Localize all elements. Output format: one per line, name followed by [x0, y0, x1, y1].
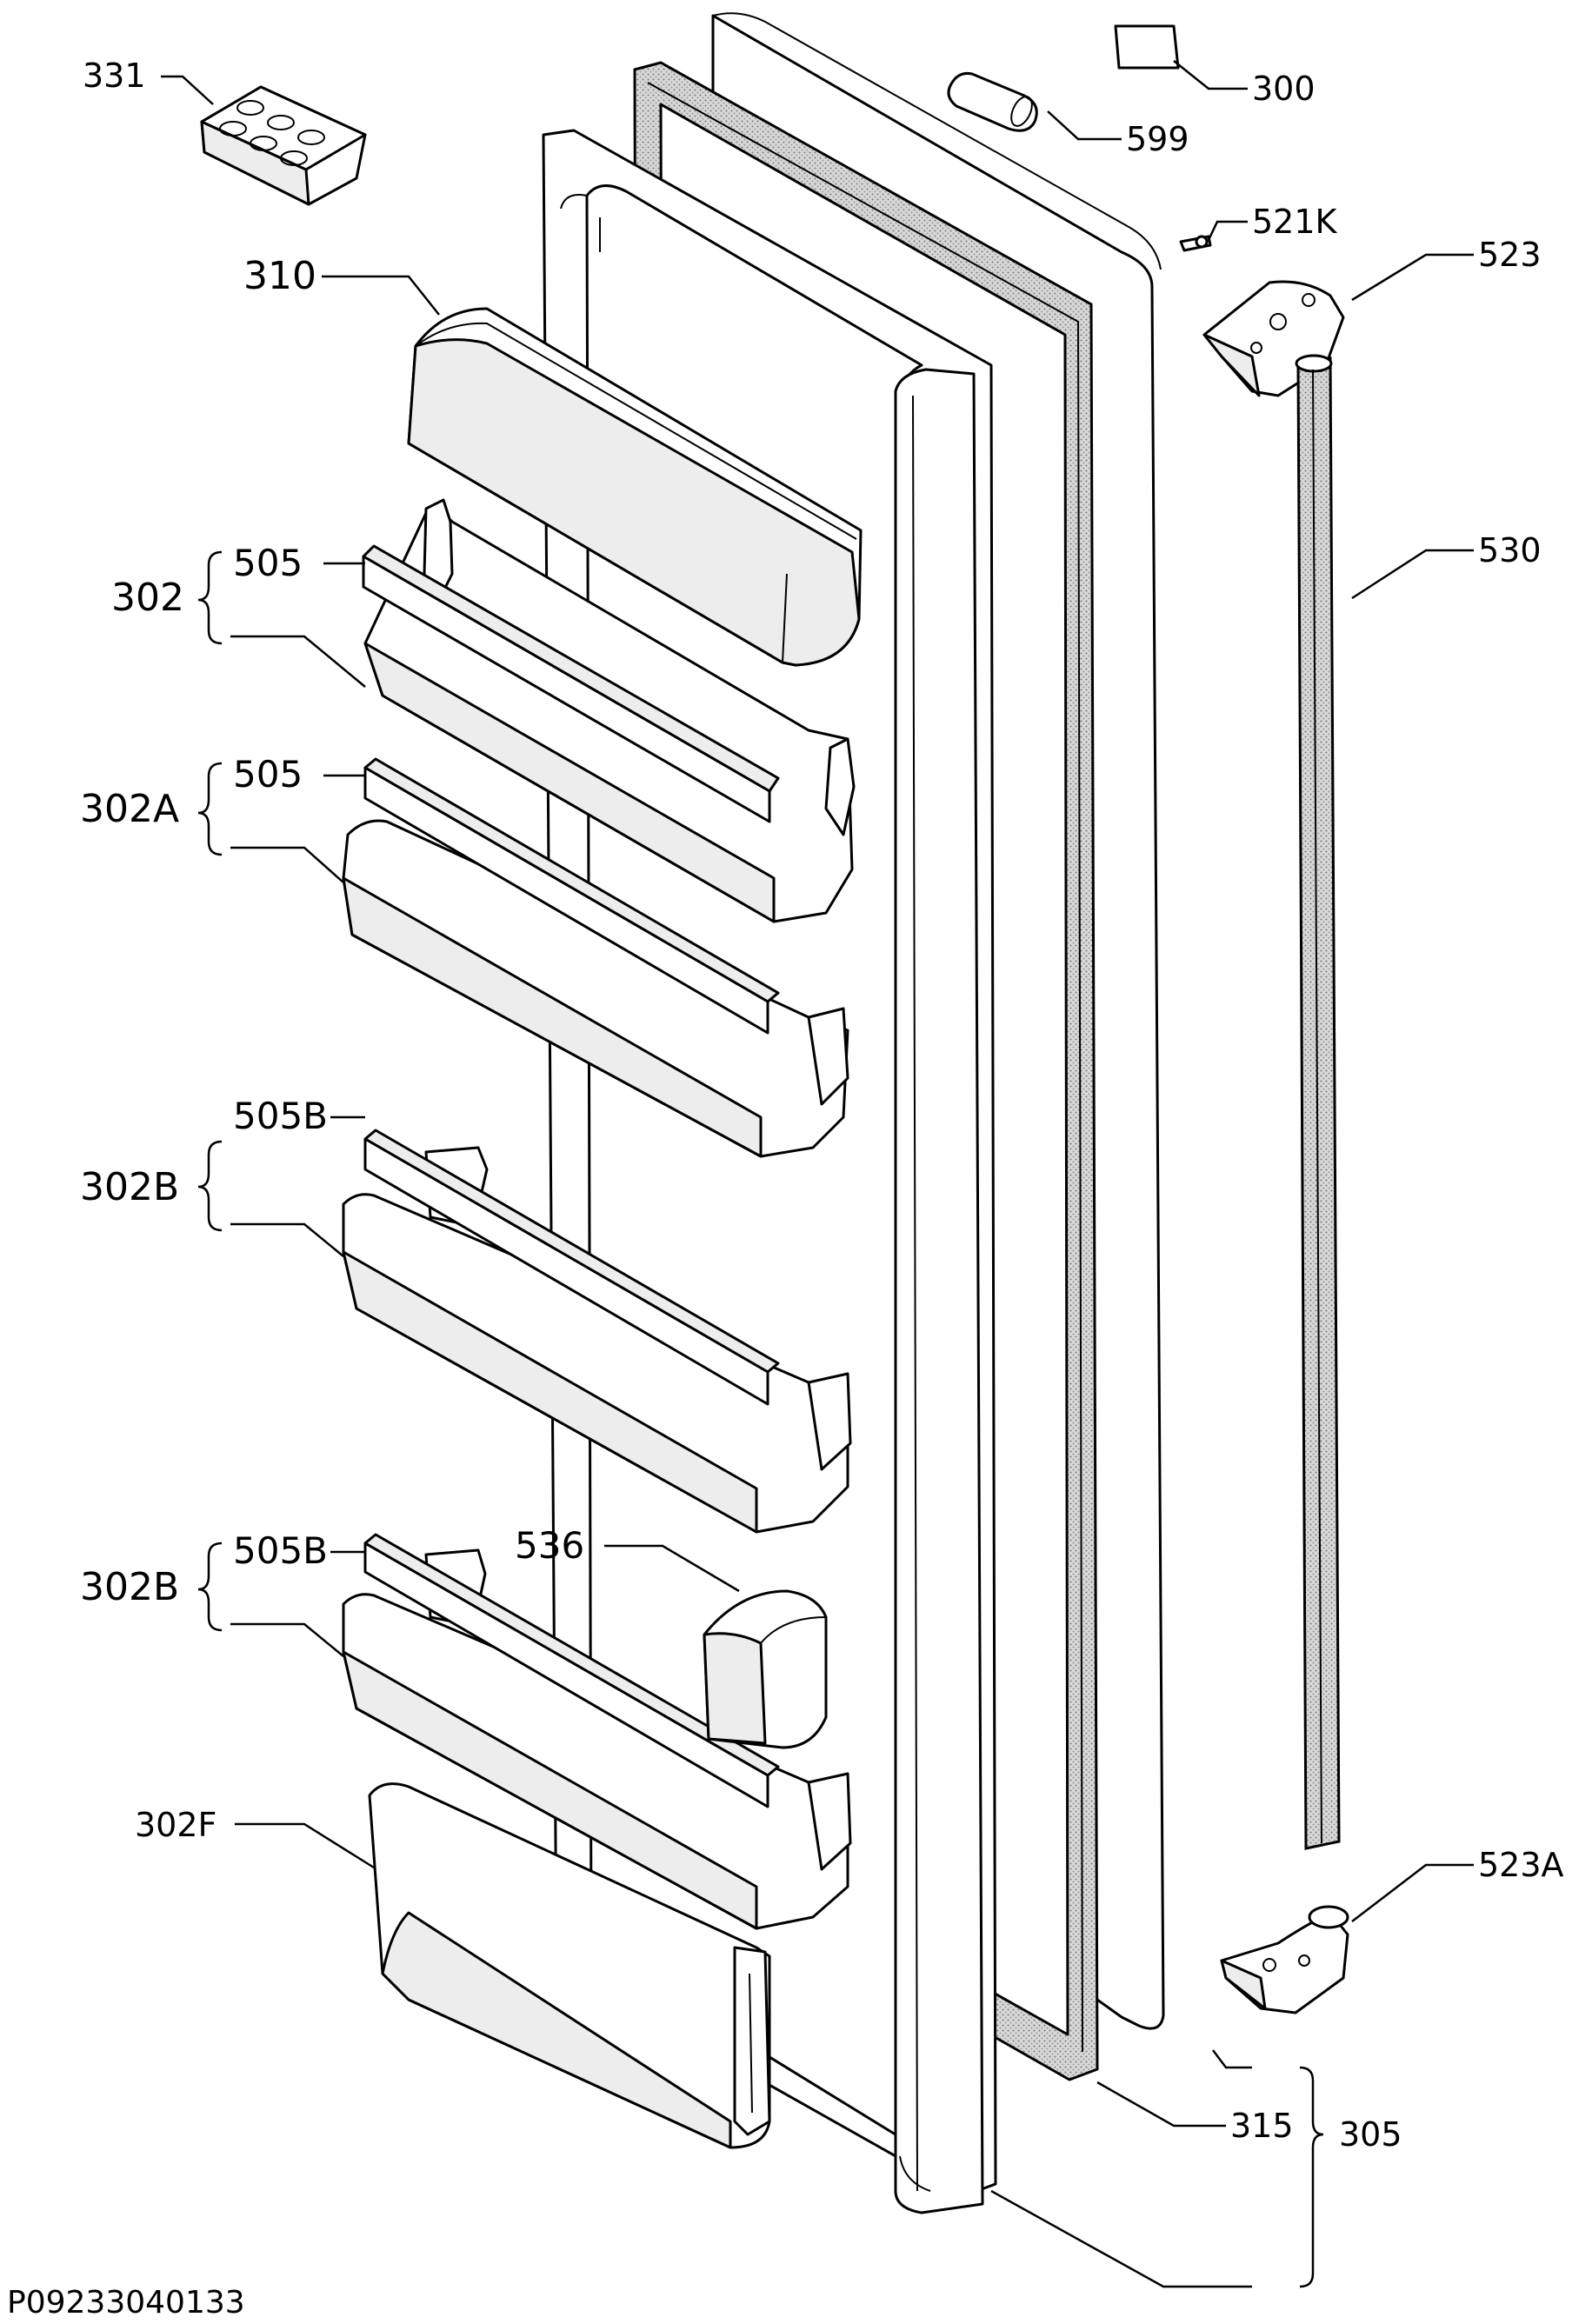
label-300: 300 — [1252, 70, 1316, 108]
vertical-seal-rod — [1295, 354, 1341, 1850]
label-315: 315 — [1230, 2107, 1294, 2145]
bracket-302a — [197, 762, 223, 856]
shelf-bar-505-top — [362, 544, 780, 823]
door-shelf-302b-lower — [342, 1548, 852, 1930]
label-302b-upper: 302B — [80, 1165, 179, 1209]
label-505b-upper: 505B — [233, 1095, 328, 1137]
label-302a: 302A — [80, 787, 179, 831]
label-505-top: 505 — [233, 542, 303, 584]
diagram-id-text: P09233040133 — [7, 2285, 245, 2321]
door-front-frame — [894, 368, 984, 2214]
label-523: 523 — [1478, 236, 1542, 274]
label-523a: 523A — [1478, 1846, 1564, 1884]
label-302: 302 — [111, 576, 184, 620]
label-302b-lower: 302B — [80, 1565, 179, 1609]
bottle-holder — [703, 1589, 828, 1749]
egg-tray — [200, 85, 367, 206]
bracket-302b-lower — [197, 1542, 223, 1632]
shelf-bar-505-mid — [363, 757, 780, 1035]
label-505b-lower: 505B — [233, 1529, 328, 1572]
callout-labels: 331 300 599 521K 310 523 302 505 530 302… — [7, 57, 1564, 2321]
label-536: 536 — [515, 1524, 584, 1567]
bracket-302b-upper — [197, 1140, 223, 1232]
label-305: 305 — [1339, 2115, 1402, 2154]
label-599: 599 — [1126, 120, 1189, 158]
shelf-bar-505b-upper — [363, 1129, 780, 1406]
door-shelf-302a — [342, 819, 849, 1158]
label-530: 530 — [1478, 531, 1542, 569]
shelf-bar-505b-lower — [363, 1533, 780, 1808]
door-bin-302f — [368, 1782, 771, 2149]
bracket-305 — [1299, 2066, 1324, 2288]
label-302f: 302F — [135, 1806, 216, 1844]
dairy-compartment — [407, 307, 863, 667]
leader-lines — [161, 60, 1474, 2288]
label-331: 331 — [83, 57, 146, 95]
rating-label — [1114, 24, 1180, 70]
screw-part — [1179, 235, 1212, 252]
cylinder-part — [947, 72, 1038, 132]
label-310: 310 — [243, 254, 316, 298]
bottom-hinge — [1220, 1905, 1349, 2014]
label-521k: 521K — [1252, 203, 1338, 241]
label-505-mid: 505 — [233, 753, 303, 796]
bracket-302 — [197, 550, 223, 645]
